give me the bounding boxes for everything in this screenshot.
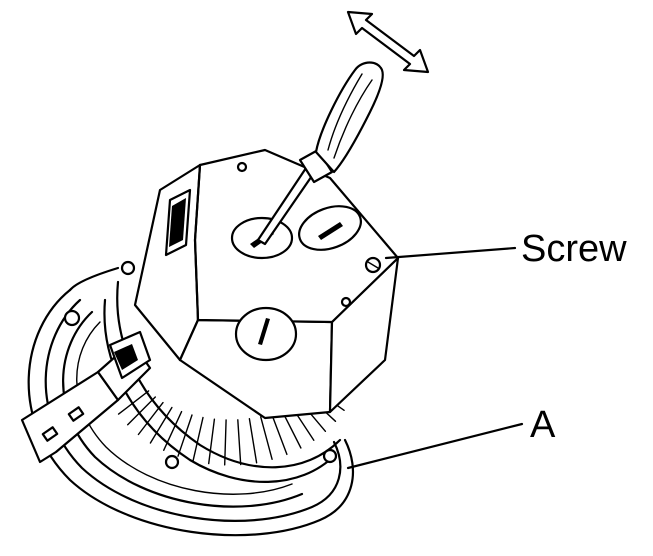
- label-screw: Screw: [521, 228, 627, 270]
- ring-screw-right: [322, 448, 338, 464]
- heat-sink-fin: [260, 416, 273, 460]
- trim-ring: [27, 266, 355, 537]
- leader-screw: [384, 246, 517, 260]
- box-hole-right: [340, 296, 352, 308]
- junction-box: [133, 148, 400, 420]
- heat-sink-fin: [127, 396, 156, 426]
- leader-a: [346, 422, 524, 470]
- knockout-3: [234, 306, 298, 362]
- heat-sink-fin: [237, 419, 242, 466]
- heat-sink-fin: [117, 390, 150, 415]
- heat-sink-fin: [163, 410, 183, 451]
- heat-sink-fin: [149, 406, 173, 444]
- ring-screw-left: [63, 309, 81, 327]
- heat-sink-fin: [224, 419, 227, 466]
- heat-sink-fin: [177, 414, 193, 457]
- heat-sink-fin: [137, 401, 164, 436]
- label-a: A: [530, 404, 556, 446]
- ring-screw-bottom: [164, 454, 180, 470]
- box-hole-top: [236, 161, 248, 173]
- double-arrow-icon: [346, 10, 430, 74]
- ring-screw-top: [120, 260, 136, 276]
- heat-sink-fin: [270, 413, 288, 456]
- mounting-bracket: [20, 330, 152, 464]
- knockout-2: [298, 205, 362, 251]
- heat-sink-fin: [208, 418, 216, 465]
- heat-sink-fin: [192, 416, 204, 462]
- heat-sink-fin: [248, 418, 258, 464]
- screwdriver-icon: [256, 61, 384, 246]
